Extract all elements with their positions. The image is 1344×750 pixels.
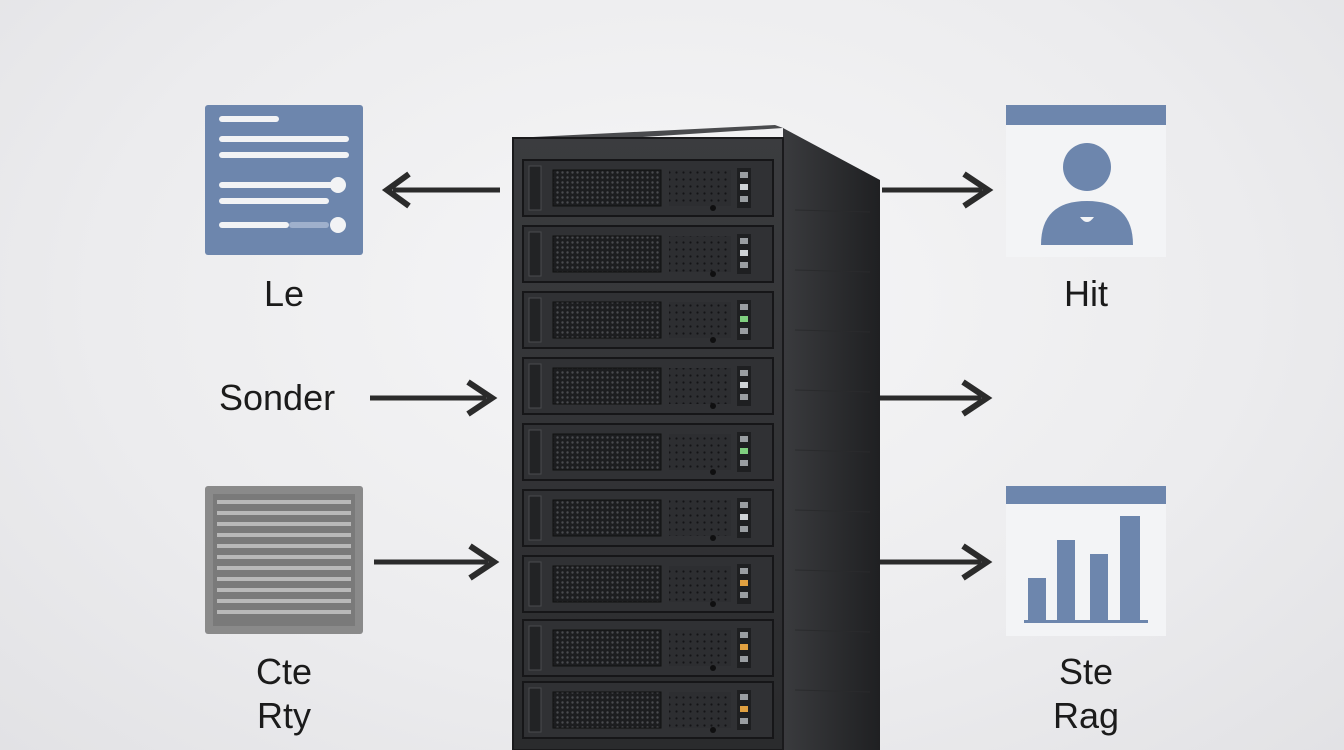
server-unit bbox=[522, 619, 774, 677]
side-panel-seam bbox=[794, 209, 871, 213]
arrow-in-middle-left bbox=[370, 379, 498, 417]
side-panel-seam bbox=[794, 449, 871, 453]
arrow-left-out-top bbox=[381, 171, 500, 209]
user-profile-icon bbox=[1006, 105, 1166, 257]
side-panel-seam bbox=[794, 569, 871, 573]
label-bottom-right-line2: Rag bbox=[1052, 695, 1120, 736]
server-rack-icon bbox=[512, 125, 880, 750]
server-unit bbox=[522, 291, 774, 349]
server-unit bbox=[522, 159, 774, 217]
server-unit bbox=[522, 555, 774, 613]
list-settings-icon bbox=[205, 105, 363, 255]
label-bottom-right-line1: Ste bbox=[1058, 651, 1114, 692]
server-unit bbox=[522, 357, 774, 415]
arrow-in-bottom-left bbox=[374, 543, 500, 581]
label-bottom-left-line1: Cte bbox=[255, 651, 313, 692]
vent-grille-icon bbox=[205, 486, 363, 634]
label-bottom-left-line2: Rty bbox=[257, 695, 311, 736]
side-panel-seam bbox=[794, 389, 871, 393]
server-unit bbox=[522, 489, 774, 547]
side-panel-seam bbox=[794, 509, 871, 513]
label-top-left: Le bbox=[263, 273, 305, 314]
label-top-right: Hit bbox=[1064, 273, 1108, 314]
label-middle-left: Sonder bbox=[219, 377, 336, 418]
server-unit bbox=[522, 225, 774, 283]
side-panel-seam bbox=[794, 269, 871, 273]
side-panel-seam bbox=[794, 629, 871, 633]
side-panel-seam bbox=[794, 689, 871, 693]
server-unit bbox=[522, 423, 774, 481]
server-unit bbox=[522, 681, 774, 739]
side-panel-seam bbox=[794, 329, 871, 333]
bar-chart-icon bbox=[1006, 486, 1166, 636]
arrow-out-top-right bbox=[882, 171, 994, 209]
